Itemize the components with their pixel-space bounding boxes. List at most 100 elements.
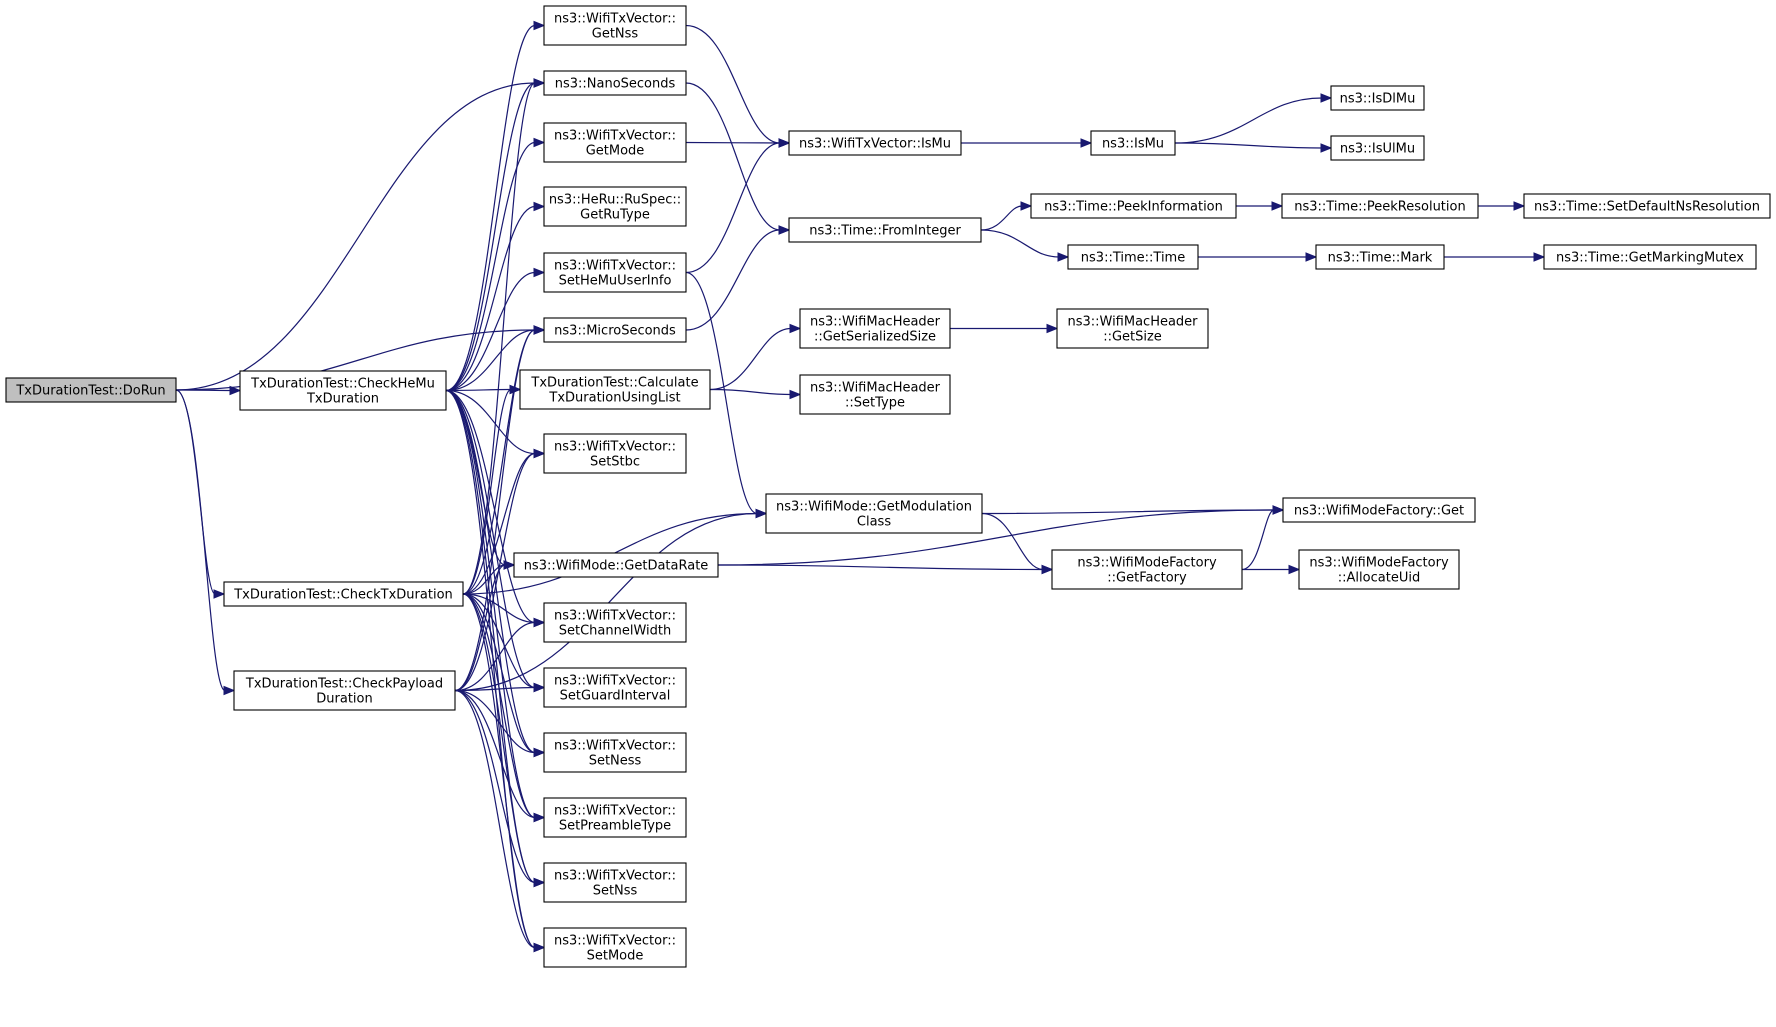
node-box	[543, 122, 687, 163]
node-setmode[interactable]: ns3::WifiTxVector::SetMode	[543, 927, 687, 968]
node-isdlmu[interactable]: ns3::IsDlMu	[1330, 85, 1425, 111]
call-edge	[1174, 93, 1333, 144]
node-label: TxDurationUsingList	[548, 391, 680, 406]
node-label: ns3::Time::GetMarkingMutex	[1556, 251, 1744, 266]
call-edge	[1236, 201, 1284, 211]
edge-line	[445, 389, 536, 819]
edge-line	[445, 82, 536, 392]
call-edge	[685, 225, 791, 331]
node-setpre[interactable]: ns3::WifiTxVector::SetPreambleType	[543, 797, 687, 838]
edge-line	[685, 141, 781, 144]
node-checktx[interactable]: TxDurationTest::CheckTxDuration	[223, 581, 464, 607]
node-nanoseconds[interactable]: ns3::NanoSeconds	[543, 70, 687, 96]
node-getserial[interactable]: ns3::WifiMacHeader::GetSerializedSize	[799, 308, 951, 349]
node-box	[543, 70, 687, 96]
edge-arrowhead	[533, 747, 546, 758]
node-box	[1282, 497, 1476, 523]
call-edge	[1443, 252, 1546, 262]
node-setstbc[interactable]: ns3::WifiTxVector::SetStbc	[543, 433, 687, 474]
call-edge	[1478, 201, 1526, 211]
node-factoryget[interactable]: ns3::WifiModeFactory::Get	[1282, 497, 1476, 523]
node-box	[543, 667, 687, 708]
node-ismuvec[interactable]: ns3::WifiTxVector::IsMu	[788, 130, 962, 156]
node-setdefns[interactable]: ns3::Time::SetDefaultNsResolution	[1523, 193, 1771, 219]
node-label: Class	[857, 515, 891, 530]
node-microseconds[interactable]: ns3::MicroSeconds	[543, 317, 687, 343]
edge-arrowhead	[533, 812, 546, 823]
node-label: SetGuardInterval	[560, 689, 671, 704]
node-calclist[interactable]: TxDurationTest::CalculateTxDurationUsing…	[519, 369, 711, 410]
node-label: ns3::WifiTxVector::	[554, 934, 676, 949]
node-settype[interactable]: ns3::WifiMacHeader::SetType	[799, 374, 951, 415]
node-peekres[interactable]: ns3::Time::PeekResolution	[1281, 193, 1479, 219]
node-label: ::SetType	[845, 396, 905, 411]
node-box	[1543, 244, 1757, 270]
node-getdatarate[interactable]: ns3::WifiMode::GetDataRate	[513, 552, 719, 578]
node-label: ns3::WifiTxVector::	[554, 869, 676, 884]
edge-line	[462, 564, 506, 595]
node-mark[interactable]: ns3::Time::Mark	[1315, 244, 1445, 270]
node-label: SetNss	[593, 884, 638, 899]
node-label: ns3::WifiMode::GetDataRate	[524, 559, 709, 574]
call-edge	[454, 682, 546, 693]
node-dorun[interactable]: TxDurationTest::DoRun	[5, 377, 177, 403]
edge-line	[462, 593, 536, 949]
node-getsize[interactable]: ns3::WifiMacHeader::GetSize	[1056, 308, 1209, 349]
node-peekinfo[interactable]: ns3::Time::PeekInformation	[1030, 193, 1237, 219]
node-allocuid[interactable]: ns3::WifiModeFactory::AllocateUid	[1298, 549, 1460, 590]
node-label: ns3::WifiTxVector::	[554, 259, 676, 274]
node-box	[543, 433, 687, 474]
node-ismu[interactable]: ns3::IsMu	[1090, 130, 1176, 156]
node-setness[interactable]: ns3::WifiTxVector::SetNess	[543, 732, 687, 773]
call-edge	[454, 325, 546, 692]
call-edge	[462, 78, 546, 595]
edge-line	[454, 329, 536, 692]
edge-line	[454, 686, 536, 692]
edge-line	[445, 329, 536, 392]
node-label: ::GetSerializedSize	[814, 330, 936, 345]
edge-line	[175, 389, 226, 692]
node-setgi[interactable]: ns3::WifiTxVector::SetGuardInterval	[543, 667, 687, 708]
edge-line	[454, 689, 536, 754]
edge-line	[981, 509, 1275, 515]
node-isulmu[interactable]: ns3::IsUlMu	[1330, 135, 1425, 161]
node-label: ns3::WifiTxVector::	[554, 804, 676, 819]
node-label: ns3::WifiTxVector::	[554, 674, 676, 689]
node-getmode[interactable]: ns3::WifiTxVector::GetMode	[543, 122, 687, 163]
edge-arrowhead	[1320, 143, 1333, 153]
node-label: ns3::IsUlMu	[1340, 142, 1415, 157]
edge-arrowhead	[789, 323, 802, 334]
node-label: ns3::WifiTxVector::IsMu	[799, 137, 951, 152]
node-sethemu[interactable]: ns3::WifiTxVector::SetHeMuUserInfo	[543, 252, 687, 293]
node-label: ns3::MicroSeconds	[554, 324, 676, 339]
edge-line	[454, 621, 536, 692]
edge-arrowhead	[533, 78, 546, 88]
call-edge	[685, 82, 791, 235]
node-setchw[interactable]: ns3::WifiTxVector::SetChannelWidth	[543, 602, 687, 643]
call-edge	[1174, 142, 1333, 153]
node-getmutex[interactable]: ns3::Time::GetMarkingMutex	[1543, 244, 1757, 270]
edge-arrowhead	[778, 225, 791, 235]
call-edge	[454, 689, 546, 758]
node-getrutype[interactable]: ns3::HeRu::RuSpec::GetRuType	[543, 186, 687, 227]
node-label: ns3::WifiModeFactory	[1309, 556, 1449, 571]
edge-arrowhead	[1041, 564, 1054, 575]
node-label: ns3::WifiMacHeader	[810, 315, 941, 330]
node-label: ns3::WifiTxVector::	[554, 129, 676, 144]
edge-line	[685, 229, 781, 331]
node-label: ns3::WifiTxVector::	[554, 609, 676, 624]
edge-line	[445, 389, 536, 455]
node-box	[513, 552, 719, 578]
node-frominteger[interactable]: ns3::Time::FromInteger	[788, 217, 982, 243]
node-getnss[interactable]: ns3::WifiTxVector::GetNss	[543, 5, 687, 46]
node-box	[543, 732, 687, 773]
node-getfactory[interactable]: ns3::WifiModeFactory::GetFactory	[1051, 549, 1243, 590]
node-label: ns3::Time::FromInteger	[809, 224, 961, 239]
node-setnss[interactable]: ns3::WifiTxVector::SetNss	[543, 862, 687, 903]
node-box	[1298, 549, 1460, 590]
node-timetime[interactable]: ns3::Time::Time	[1067, 244, 1199, 270]
